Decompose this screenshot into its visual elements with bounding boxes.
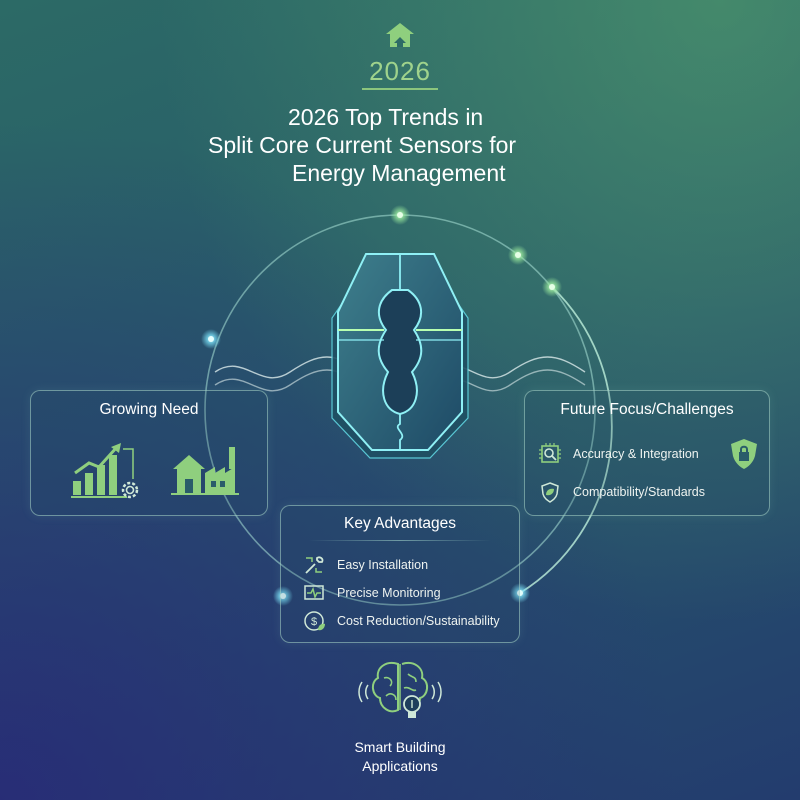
smart-building-label-line-2: Applications: [362, 758, 438, 774]
dollar-leaf-icon: $: [304, 611, 325, 631]
future-focus-title: Future Focus/Challenges: [560, 401, 734, 418]
split-core-sensor-icon: [331, 253, 469, 459]
brain-bulb-icon: [358, 662, 442, 718]
year-underline: [362, 88, 438, 90]
wrench-icon: [305, 556, 324, 574]
future-item-label: Accuracy & Integration: [573, 447, 699, 461]
page-title-line-3: Energy Management: [292, 160, 506, 186]
svg-text:$: $: [311, 616, 317, 628]
list-item: Compatibility/Standards: [539, 481, 705, 503]
divider: [309, 540, 491, 541]
smart-building-label-line-1: Smart Building: [354, 739, 446, 755]
gear-icon: [121, 481, 139, 499]
house-factory-icon: [171, 447, 239, 495]
orbit-arc: [519, 286, 613, 594]
year-label: 2026: [369, 56, 431, 86]
page-title-line-1: 2026 Top Trends in: [288, 104, 484, 130]
list-item: Precise Monitoring: [303, 582, 441, 604]
chip-magnifier-icon: [539, 443, 561, 463]
list-item: Accuracy & Integration: [539, 443, 699, 465]
house-arrow-icon: [386, 23, 414, 47]
key-advantages-title: Key Advantages: [343, 515, 457, 532]
future-item-label: Compatibility/Standards: [573, 485, 706, 499]
key-advantages-panel: Key Advantages Easy Installation Precise…: [280, 505, 520, 643]
advantage-item-label: Precise Monitoring: [337, 586, 441, 600]
monitor-pulse-icon: [304, 585, 324, 600]
advantage-item-label: Easy Installation: [337, 558, 429, 572]
shield-lock-icon: [731, 439, 757, 469]
shield-leaf-icon: [541, 482, 559, 503]
list-item: Easy Installation: [303, 554, 428, 576]
growing-need-panel: Growing Need: [30, 390, 268, 516]
advantage-item-label: Cost Reduction/Sustainability: [337, 614, 500, 628]
future-focus-panel: Future Focus/Challenges Accuracy & Integ…: [524, 390, 770, 516]
smart-building-label: Smart Building Applications: [300, 738, 500, 776]
bar-chart-growth-icon: [71, 443, 134, 498]
page-title-line-2: Split Core Current Sensors for: [208, 132, 517, 158]
list-item: $ Cost Reduction/Sustainability: [303, 610, 500, 632]
growing-need-title: Growing Need: [99, 401, 199, 418]
